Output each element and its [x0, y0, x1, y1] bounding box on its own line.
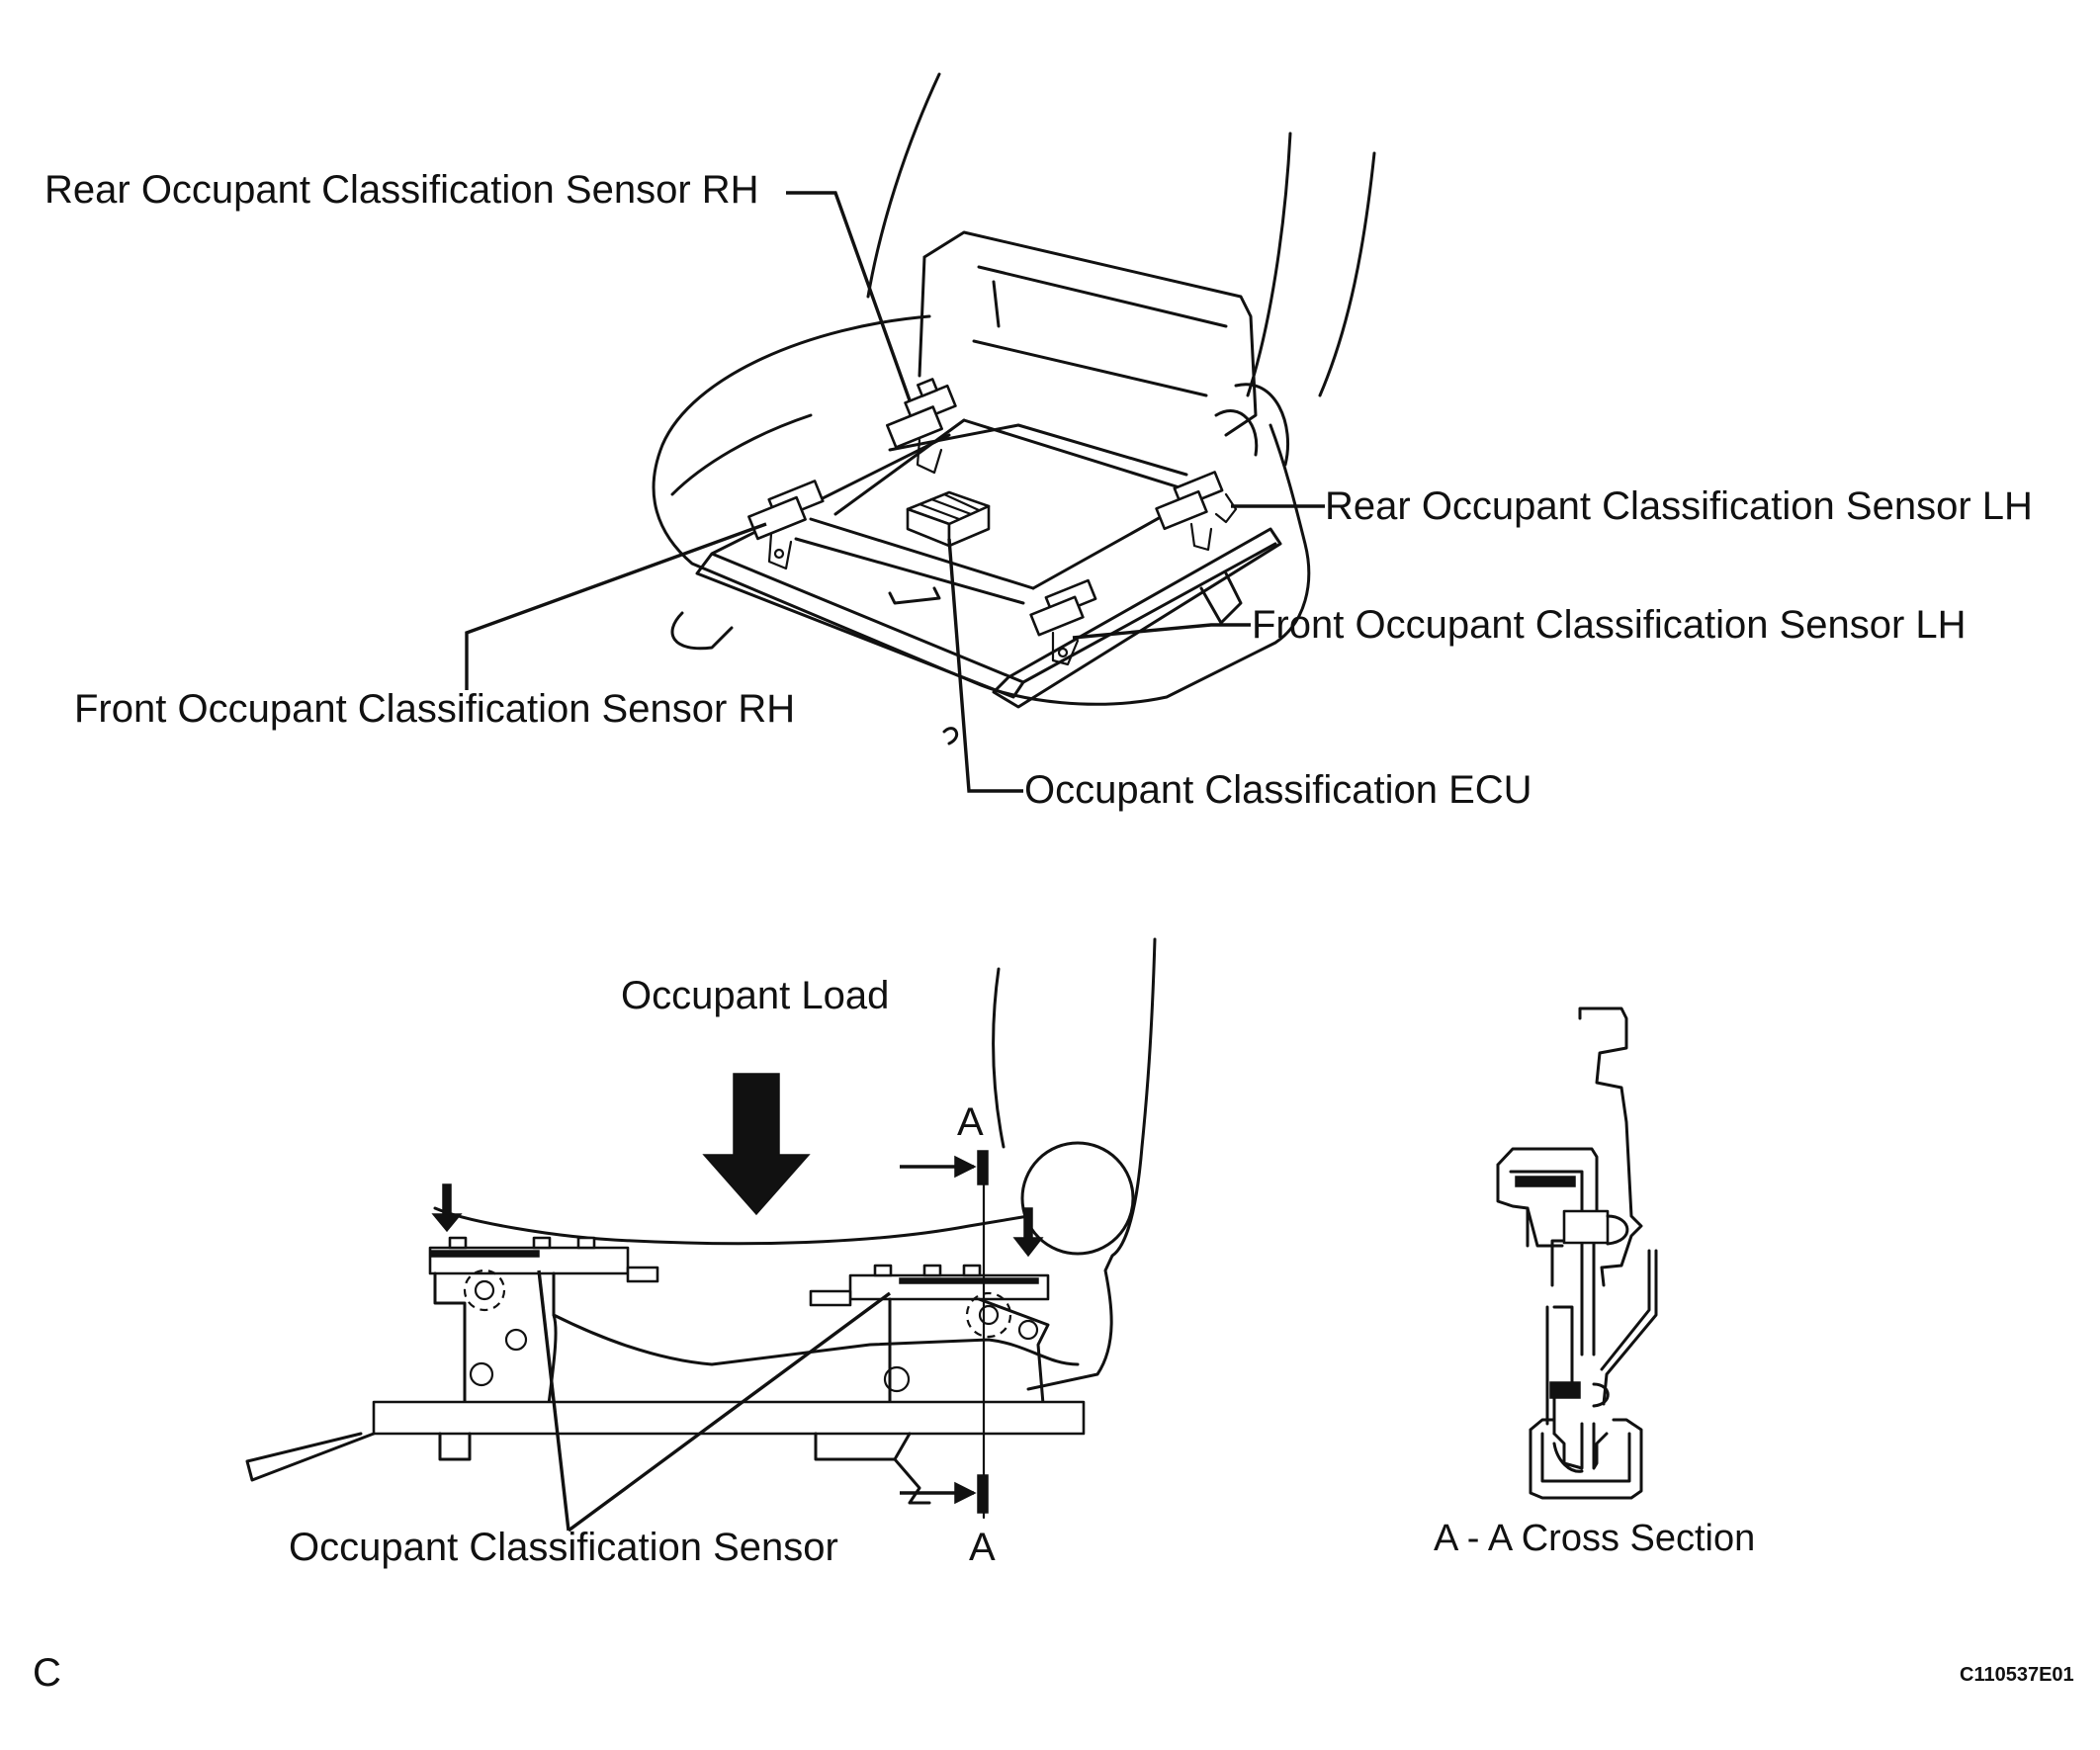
leader-occupant-sensor-2: [567, 1291, 892, 1532]
label-ecu: Occupant Classification ECU: [1024, 768, 1532, 812]
front-sensor-lh-part: [1029, 578, 1097, 666]
cs-rail-outer: [1529, 1418, 1643, 1500]
cs-upper-profile: [1578, 1006, 1643, 1287]
rear-sensor-lh-part: [1155, 471, 1238, 552]
label-corner-letter: C: [33, 1651, 61, 1695]
seat-rail-left: [695, 433, 1277, 699]
seat-frame-cross: [794, 418, 1203, 605]
leader-ecu: [947, 538, 1023, 793]
front-sensor-rh-part: [747, 480, 825, 570]
cs-side-profile: [1600, 1249, 1658, 1406]
leader-front-lh: [1072, 623, 1251, 640]
cs-rail-inner: [1540, 1422, 1631, 1483]
cs-vertical-shaft: [1580, 1242, 1596, 1356]
cs-mid-bracket: [1545, 1305, 1574, 1436]
cs-lower-nut: [1592, 1382, 1610, 1408]
section-line-a-a: [900, 1150, 989, 1520]
side-floor-rail: [372, 1400, 1086, 1436]
label-occupant-load: Occupant Load: [621, 974, 889, 1017]
label-front-sensor-lh: Front Occupant Classification Sensor LH: [1252, 603, 1967, 647]
small-arrow-rear: [1012, 1207, 1044, 1258]
label-section-mark-top: A: [957, 1100, 984, 1144]
seat-isometric-view: [652, 72, 1376, 745]
leader-front-rh: [465, 522, 767, 690]
side-rail-ramp: [245, 1432, 376, 1482]
label-front-sensor-rh: Front Occupant Classification Sensor RH: [74, 687, 795, 731]
leader-rear-rh: [786, 191, 912, 401]
label-figure-code: C110537E01: [1960, 1664, 2074, 1686]
cs-bracket-inner: [1509, 1170, 1584, 1248]
label-section-mark-bottom: A: [969, 1526, 996, 1569]
seat-cushion-contour: [670, 383, 1290, 496]
side-rear-sensor: [809, 1264, 1050, 1406]
label-rear-sensor-rh: Rear Occupant Classification Sensor RH: [44, 168, 759, 212]
seat-frame-back: [918, 230, 1258, 437]
seat-rail-right: [992, 527, 1282, 709]
small-arrow-front: [431, 1183, 463, 1233]
side-recliner-circle: [1020, 1141, 1135, 1256]
seat-feet: [670, 571, 1243, 745]
rear-sensor-rh-part: [886, 378, 957, 475]
label-rear-sensor-lh: Rear Occupant Classification Sensor LH: [1325, 484, 2033, 528]
side-rail-feet: [438, 1432, 931, 1505]
label-occupant-sensor: Occupant Classification Sensor: [289, 1526, 838, 1569]
seat-back-outline: [866, 72, 1376, 397]
side-cushion-top: [433, 1206, 1030, 1246]
cross-section-view: [1496, 1006, 1658, 1500]
ecu-part: [906, 490, 991, 548]
side-front-sensor: [428, 1236, 659, 1406]
side-seat-back: [992, 937, 1157, 1391]
leader-lines-top: [465, 191, 1325, 793]
occupant-load-arrow: [702, 1073, 811, 1216]
cs-sensor-strip: [1515, 1176, 1576, 1187]
cs-bolt-head: [1606, 1214, 1629, 1246]
cs-sensor-block: [1562, 1209, 1610, 1245]
leader-occupant-sensor-1: [537, 1269, 570, 1531]
side-cushion-bottom: [552, 1313, 1080, 1366]
label-cross-section: A - A Cross Section: [1434, 1518, 1755, 1559]
seat-side-view: [245, 937, 1157, 1532]
cs-spring: [1549, 1381, 1581, 1399]
